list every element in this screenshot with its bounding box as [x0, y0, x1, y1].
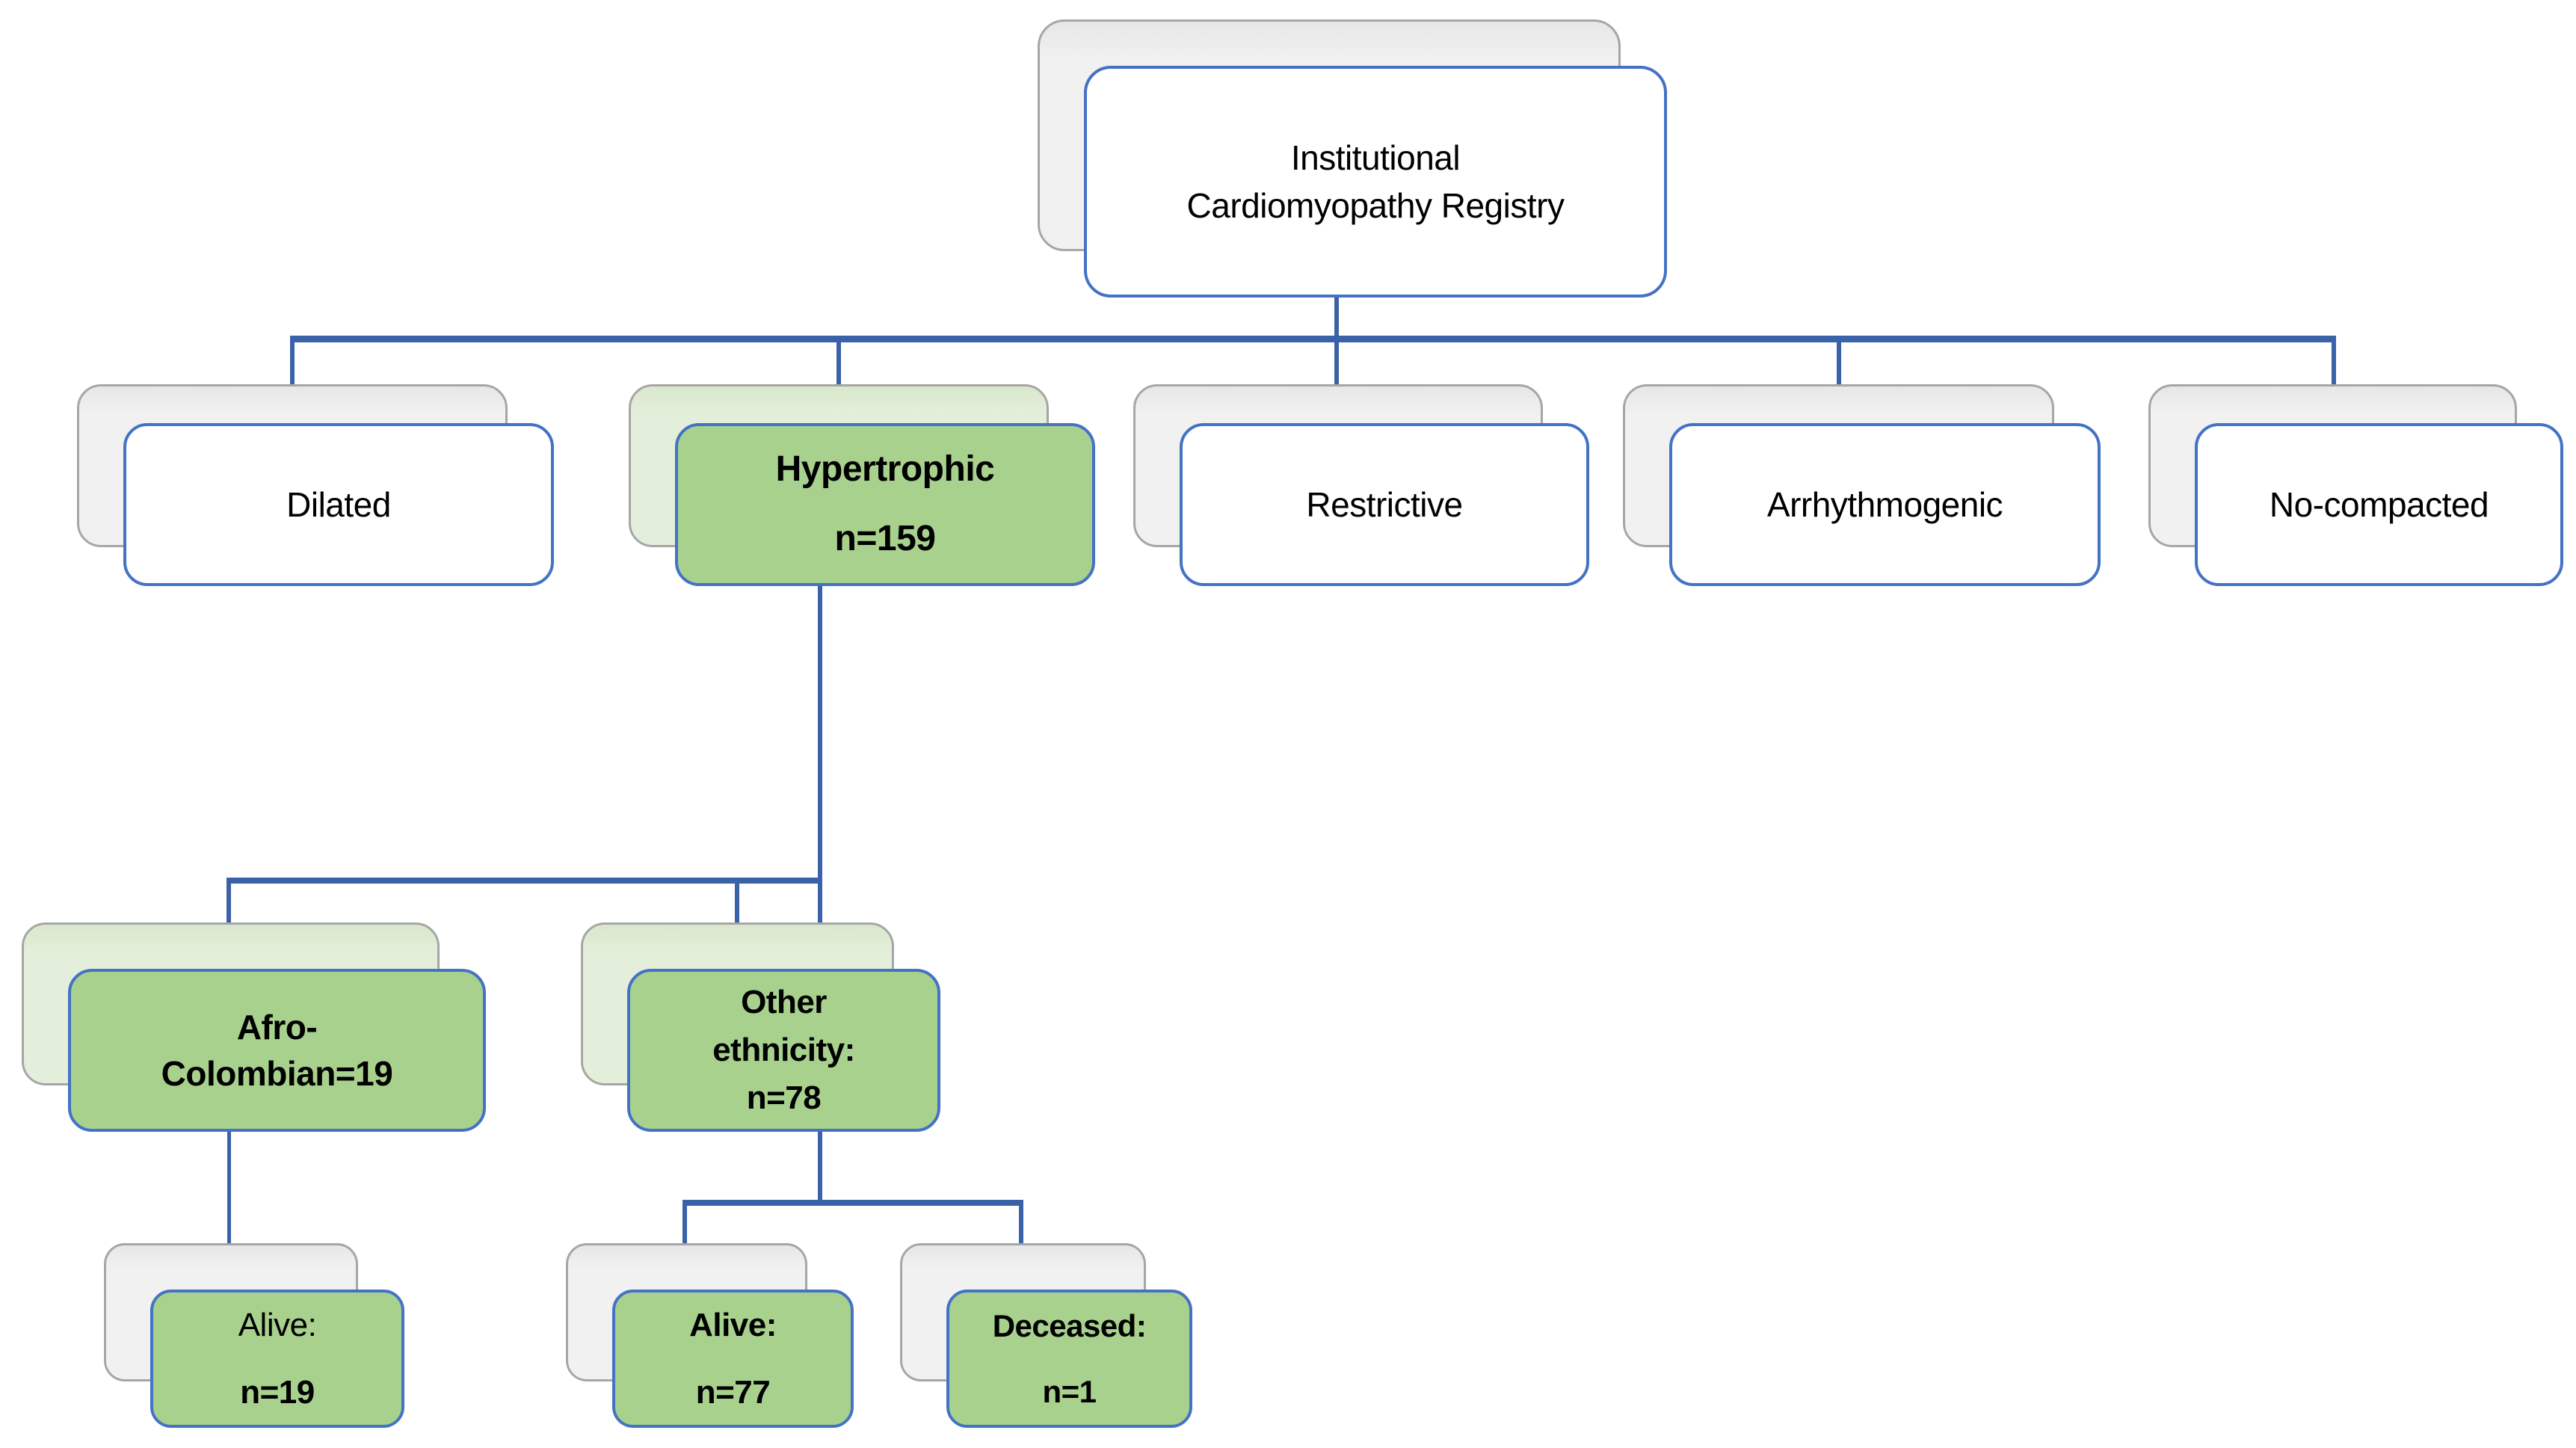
node-root-label-line1: Institutional: [1290, 138, 1461, 177]
connector-drop-restrictive: [1334, 336, 1339, 385]
node-hypertrophic-count: n=159: [834, 519, 936, 558]
connector-hypertrophic-drop: [818, 586, 822, 922]
node-other-ethnicity-count: n=78: [746, 1079, 822, 1116]
node-no-compacted-label: No-compacted: [2269, 484, 2489, 524]
node-alive-afro-label: Alive:: [238, 1306, 317, 1343]
node-other-ethnicity-label-line2: ethnicity:: [712, 1032, 855, 1069]
node-hypertrophic: Hypertrophic n=159: [675, 423, 1095, 586]
connector-drop-other: [735, 878, 739, 923]
node-arrhythmogenic-label: Arrhythmogenic: [1766, 484, 2003, 524]
connector-drop-dilated: [290, 336, 295, 385]
node-hypertrophic-label: Hypertrophic: [775, 449, 995, 490]
node-dilated: Dilated: [123, 423, 554, 586]
connector-level3-hline: [682, 1200, 1023, 1206]
node-deceased-other: Deceased: n=1: [946, 1290, 1192, 1428]
connector-other-drop: [818, 1132, 822, 1205]
connector-drop-deceased: [1019, 1200, 1023, 1244]
connector-root-drop: [1334, 296, 1339, 339]
node-other-ethnicity-label-line1: Other: [741, 984, 827, 1021]
node-alive-other: Alive: n=77: [612, 1290, 854, 1428]
connector-drop-alive77: [682, 1200, 687, 1244]
node-deceased-other-count: n=1: [1042, 1373, 1097, 1409]
node-arrhythmogenic: Arrhythmogenic: [1669, 423, 2101, 586]
node-afro-colombian-label-line1: Afro-: [236, 1007, 318, 1047]
node-alive-afro: Alive: n=19: [150, 1290, 404, 1428]
connector-drop-arrhythmogenic: [1837, 336, 1841, 385]
node-root: Institutional Cardiomyopathy Registry: [1084, 66, 1667, 298]
node-restrictive-label: Restrictive: [1306, 484, 1463, 524]
node-restrictive: Restrictive: [1180, 423, 1589, 586]
node-other-ethnicity: Other ethnicity: n=78: [627, 969, 940, 1132]
node-root-label-line2: Cardiomyopathy Registry: [1186, 186, 1565, 225]
connector-afro-to-alive: [227, 1132, 231, 1244]
node-alive-other-count: n=77: [695, 1373, 771, 1411]
connector-drop-hypertrophic: [836, 336, 841, 385]
node-deceased-other-label: Deceased:: [992, 1307, 1147, 1343]
node-afro-colombian: Afro- Colombian=19: [68, 969, 486, 1132]
connector-drop-afro: [227, 878, 231, 923]
connector-drop-no-compacted: [2332, 336, 2336, 385]
connector-level2-hline: [227, 878, 822, 884]
node-afro-colombian-label-line2: Colombian=19: [161, 1054, 393, 1093]
node-dilated-label: Dilated: [286, 484, 391, 524]
node-no-compacted: No-compacted: [2195, 423, 2563, 586]
node-alive-afro-count: n=19: [240, 1373, 315, 1411]
connector-level1-hline: [292, 336, 2336, 342]
node-alive-other-label: Alive:: [689, 1306, 777, 1343]
